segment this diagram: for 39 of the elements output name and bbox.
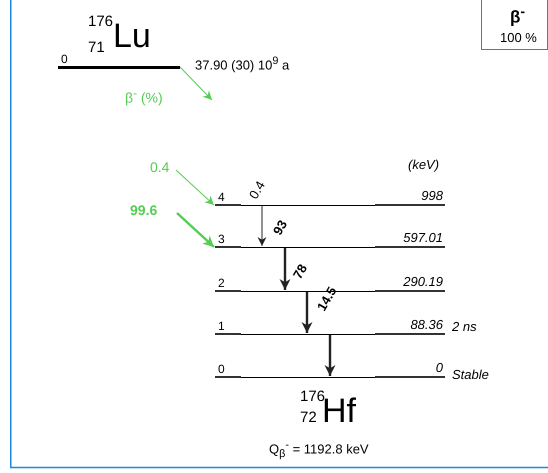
decay-arrow [176, 170, 214, 206]
edge-label: 0.4 [246, 178, 268, 201]
energy-level-line [215, 318, 445, 335]
level-index: 0 [218, 363, 225, 375]
gamma-transition-arrow [302, 292, 312, 333]
decay-mode: β$^{-}$ [510, 5, 526, 26]
decay-mode-box [481, 0, 548, 50]
q-value-label: Q$_{β}$$^{-}$ = 1192.8 keV [269, 440, 369, 460]
decay-arrow [176, 212, 215, 248]
edge-label: 93 [270, 218, 290, 237]
half-life-label: 2 ns [452, 320, 477, 333]
atomic-number: 71 [88, 40, 105, 55]
level-index: 3 [218, 233, 225, 245]
decay-arrow [180, 66, 212, 100]
element-symbol: Lu [113, 19, 151, 53]
unit-label: (keV) [408, 158, 440, 171]
level-index: 0 [61, 53, 68, 65]
gamma-transition-arrow [280, 248, 290, 290]
gamma-transition-arrow [258, 206, 266, 246]
level-index: 2 [218, 277, 225, 289]
edge-label: 99.6 [130, 203, 158, 217]
edge-label: 78 [290, 262, 310, 281]
mass-number: 176 [88, 14, 114, 29]
atomic-number: 72 [300, 410, 317, 425]
level-energy: 290.19 [403, 275, 443, 288]
edge-label: β$^{-}$ (%) [125, 88, 163, 105]
level-index: 4 [218, 191, 225, 203]
level-energy: 88.36 [410, 318, 443, 331]
level-energy: 998 [421, 189, 443, 202]
level-energy: 597.01 [403, 231, 443, 244]
level-energy: 0 [436, 361, 443, 374]
level-index: 1 [218, 320, 225, 332]
branching-ratio: 100 % [500, 31, 537, 44]
mass-number: 176 [300, 389, 326, 404]
energy-level-line [215, 361, 445, 378]
half-life-label: 37.90 (30) 10$^{9}$ a [195, 56, 290, 72]
edge-label: 0.4 [150, 160, 170, 174]
half-life-label: Stable [452, 368, 489, 381]
gamma-transition-arrow [324, 335, 336, 376]
